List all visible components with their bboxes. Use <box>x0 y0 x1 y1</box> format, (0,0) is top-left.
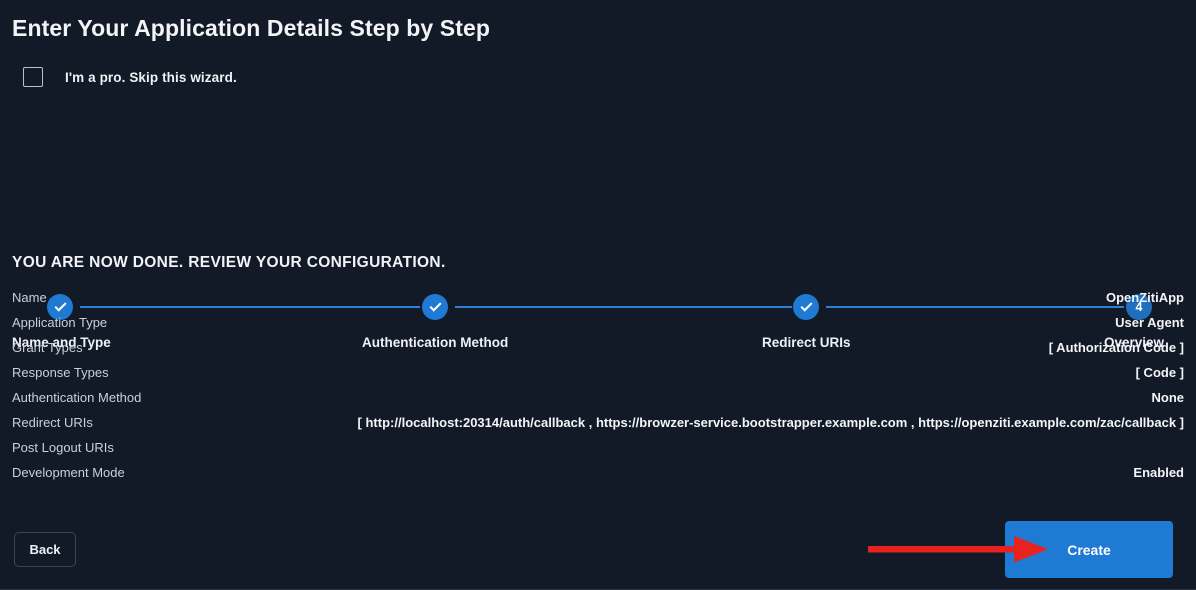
review-value: [ Code ] <box>1135 365 1184 380</box>
stepper-step-2[interactable] <box>422 294 448 320</box>
review-row-name: Name OpenZitiApp <box>12 290 1184 315</box>
stepper-connector-2 <box>455 306 792 308</box>
review-label: Application Type <box>12 315 108 330</box>
review-label: Redirect URIs <box>12 415 93 430</box>
step-number: 4 <box>1135 299 1143 314</box>
stepper-step-4[interactable]: 4 <box>1126 294 1152 320</box>
review-row-application-type: Application Type User Agent <box>12 315 1184 340</box>
review-label: Grant Types <box>12 340 83 355</box>
review-label: Development Mode <box>12 465 125 480</box>
stepper-label-redirect-uris: Redirect URIs <box>762 335 851 350</box>
review-row-grant-types: Grant Types [ Authorization Code ] <box>12 340 1184 365</box>
skip-wizard-checkbox[interactable] <box>23 67 43 87</box>
review-label: Response Types <box>12 365 109 380</box>
stepper-label-authentication-method: Authentication Method <box>362 335 509 350</box>
review-value: Enabled <box>1133 465 1184 480</box>
review-label: Name <box>12 290 47 305</box>
review-value: [ Authorization Code ] <box>1048 340 1184 355</box>
stepper-label-name-and-type: Name and Type <box>12 335 111 350</box>
review-row-redirect-uris: Redirect URIs [ http://localhost:20314/a… <box>12 415 1184 440</box>
skip-wizard-row: I'm a pro. Skip this wizard. <box>23 67 237 87</box>
stepper-label-overview: Overview <box>1104 335 1165 350</box>
review-row-development-mode: Development Mode Enabled <box>12 465 1184 490</box>
wizard-stepper: 4 Name and Type Authentication Method Re… <box>0 140 1196 350</box>
create-button[interactable]: Create <box>1005 521 1173 578</box>
review-row-post-logout-uris: Post Logout URIs <box>12 440 1184 465</box>
review-label: Post Logout URIs <box>12 440 114 455</box>
stepper-step-3[interactable] <box>793 294 819 320</box>
stepper-connector-3 <box>826 306 1124 308</box>
review-value: [ http://localhost:20314/auth/callback ,… <box>357 415 1184 430</box>
review-row-authentication-method: Authentication Method None <box>12 390 1184 415</box>
review-value: OpenZitiApp <box>1106 290 1184 305</box>
review-value: User Agent <box>1115 315 1184 330</box>
stepper-connector-1 <box>80 306 420 308</box>
back-button[interactable]: Back <box>14 532 76 567</box>
skip-wizard-label: I'm a pro. Skip this wizard. <box>65 69 237 85</box>
review-summary-list: Name OpenZitiApp Application Type User A… <box>12 290 1184 490</box>
review-label: Authentication Method <box>12 390 142 405</box>
review-heading: YOU ARE NOW DONE. REVIEW YOUR CONFIGURAT… <box>12 254 446 271</box>
page-title: Enter Your Application Details Step by S… <box>12 15 491 41</box>
review-value: None <box>1151 390 1185 405</box>
stepper-step-1[interactable] <box>47 294 73 320</box>
review-row-response-types: Response Types [ Code ] <box>12 365 1184 390</box>
